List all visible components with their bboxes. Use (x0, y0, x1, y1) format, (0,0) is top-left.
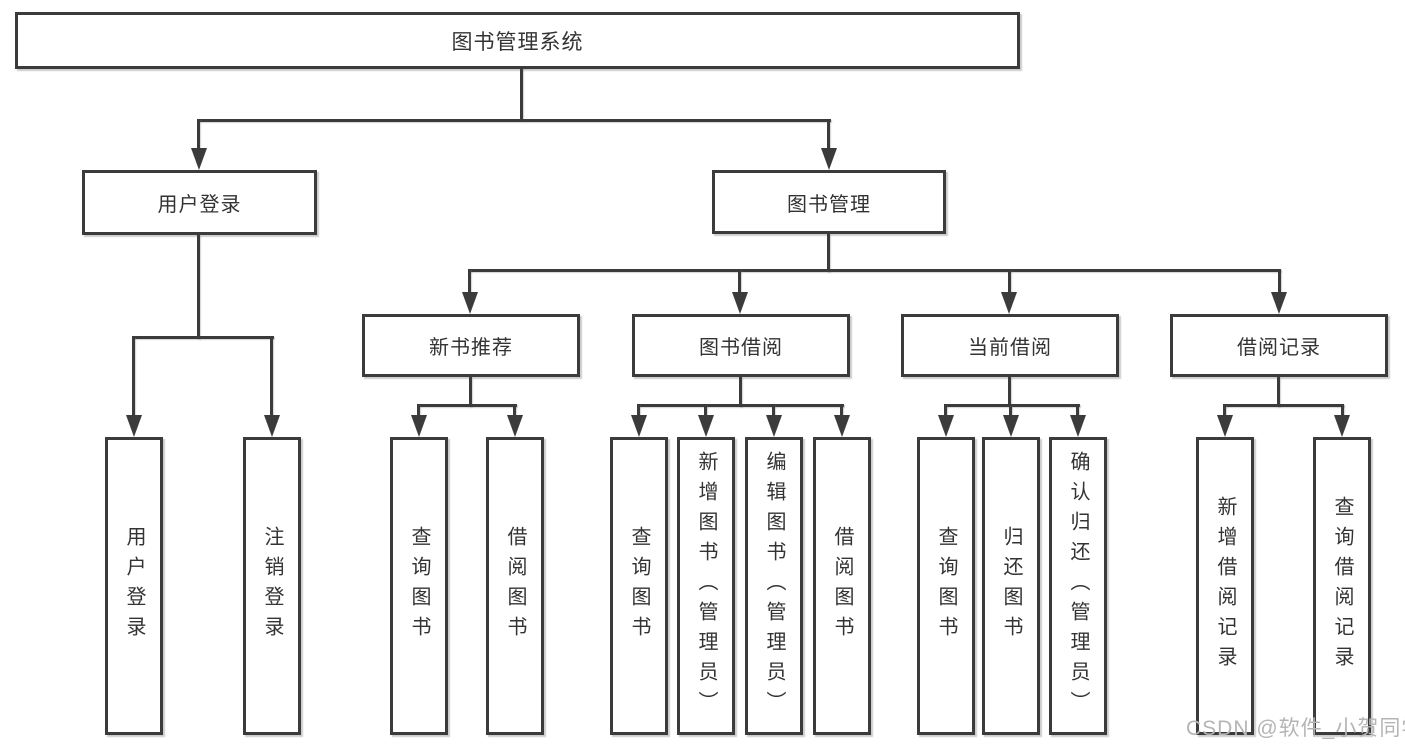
leaf-query-books-2: 查询图书 (610, 437, 668, 735)
node-label: 借阅图书 (504, 526, 526, 646)
node-borrowing-records: 借阅记录 (1170, 314, 1388, 377)
leaf-query-books-1: 查询图书 (390, 437, 448, 735)
leaf-add-book-admin: 新增图书（管理员） (677, 437, 735, 735)
leaf-logout: 注销登录 (243, 437, 301, 735)
node-book-borrowing: 图书借阅 (632, 314, 850, 377)
connector-stem (1008, 377, 1011, 407)
arrow-down (126, 415, 142, 437)
node-label: 新书推荐 (429, 337, 513, 359)
arrow-down (1217, 415, 1233, 437)
node-label: 查询借阅记录 (1331, 496, 1353, 676)
connector-book-mgmt-bar (468, 269, 1281, 272)
leaf-query-books-3: 查询图书 (917, 437, 975, 735)
node-label: 新增借阅记录 (1214, 496, 1236, 676)
arrow-down (732, 292, 748, 314)
node-label: 借阅图书 (831, 526, 853, 646)
node-label: 查询图书 (935, 526, 957, 646)
node-label: 归还图书 (1000, 526, 1022, 646)
leaf-confirm-return-admin: 确认归还（管理员） (1049, 437, 1107, 735)
arrow-down (1001, 292, 1017, 314)
arrow-down (462, 292, 478, 314)
connector-stem (1278, 269, 1281, 294)
node-label: 确认归还（管理员） (1067, 451, 1089, 721)
connector-stem (417, 404, 420, 419)
arrow-down (631, 415, 647, 437)
connector-stem (944, 404, 947, 419)
node-current-borrowing: 当前借阅 (901, 314, 1119, 377)
node-label: 查询图书 (408, 526, 430, 646)
node-label: 借阅记录 (1237, 337, 1321, 359)
node-label: 注销登录 (261, 526, 283, 646)
leaf-user-login: 用户登录 (105, 437, 163, 735)
csdn-watermark: CSDN @软件_小贺同学 (1186, 717, 1405, 740)
arrow-down (1271, 292, 1287, 314)
node-label: 图书借阅 (699, 337, 783, 359)
arrow-down (766, 415, 782, 437)
arrow-down (191, 148, 207, 170)
connector-stem (772, 404, 775, 419)
arrow-down (698, 415, 714, 437)
arrow-down (507, 415, 523, 437)
connector-bar (417, 404, 517, 407)
connector-stem (739, 377, 742, 407)
connector-stem (1009, 404, 1012, 419)
node-label: 编辑图书（管理员） (763, 451, 785, 721)
connector-stem (637, 404, 640, 419)
leaf-borrow-books-1: 借阅图书 (486, 437, 544, 735)
connector-stem (513, 404, 516, 419)
leaf-borrow-books-2: 借阅图书 (813, 437, 871, 735)
connector-root-bar (197, 119, 831, 122)
connector-stem (468, 269, 471, 294)
connector-stem (197, 119, 200, 152)
arrow-down (1070, 415, 1086, 437)
connector-user-login-bar (132, 336, 274, 339)
connector-stem (1223, 404, 1226, 419)
connector-bar (944, 404, 1080, 407)
leaf-return-book: 归还图书 (982, 437, 1040, 735)
arrow-down (834, 415, 850, 437)
node-label: 用户登录 (157, 194, 242, 216)
connector-stem (1277, 377, 1280, 407)
arrow-down (938, 415, 954, 437)
connector-stem (132, 336, 135, 419)
connector-stem (469, 377, 472, 407)
arrow-down (1003, 415, 1019, 437)
arrow-down (821, 148, 837, 170)
arrow-down (411, 415, 427, 437)
node-new-book-recommend: 新书推荐 (362, 314, 580, 377)
connector-book-mgmt-stem (827, 234, 830, 272)
connector-bar (637, 404, 844, 407)
arrow-down (1334, 415, 1350, 437)
connector-stem (827, 119, 830, 152)
connector-stem (840, 404, 843, 419)
node-library-system: 图书管理系统 (15, 12, 1020, 69)
node-label: 查询图书 (628, 526, 650, 646)
connector-user-login-stem (197, 235, 200, 339)
leaf-add-borrow-record: 新增借阅记录 (1196, 437, 1254, 735)
connector-stem (270, 336, 273, 419)
arrow-down (264, 415, 280, 437)
node-label: 图书管理系统 (451, 30, 584, 54)
node-user-login: 用户登录 (82, 170, 317, 235)
connector-bar (1223, 404, 1344, 407)
connector-stem (1076, 404, 1079, 419)
node-label: 当前借阅 (968, 337, 1052, 359)
connector-stem (1008, 269, 1011, 294)
node-label: 用户登录 (123, 526, 145, 646)
connector-stem (1341, 404, 1344, 419)
node-label: 新增图书（管理员） (695, 451, 717, 721)
node-label: 图书管理 (787, 193, 871, 216)
node-book-management: 图书管理 (712, 170, 946, 234)
leaf-edit-book-admin: 编辑图书（管理员） (745, 437, 803, 735)
connector-stem (704, 404, 707, 419)
connector-root-stem (520, 68, 523, 121)
connector-stem (738, 269, 741, 294)
leaf-query-borrow-record: 查询借阅记录 (1313, 437, 1371, 735)
